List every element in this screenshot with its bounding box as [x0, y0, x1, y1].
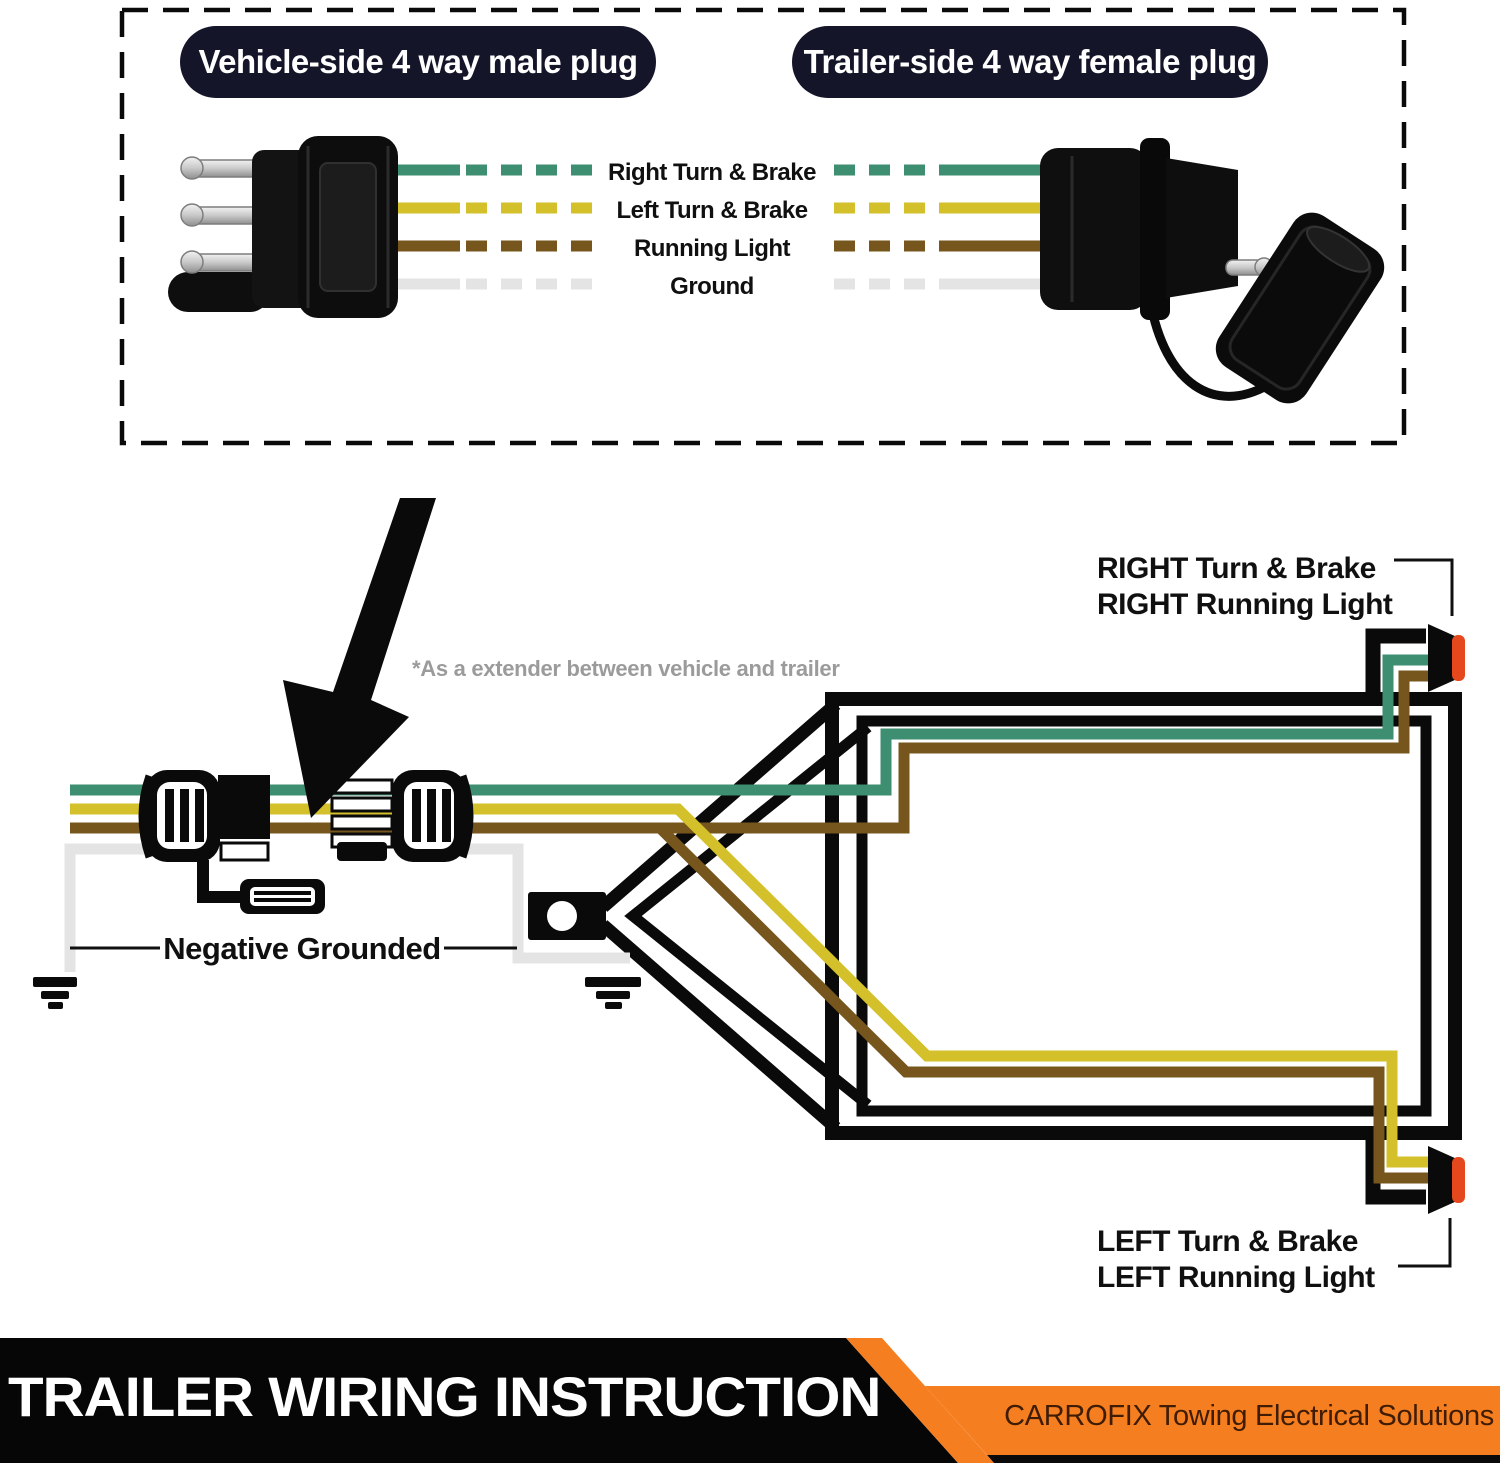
footer-black-band: [0, 1338, 958, 1463]
right-light-lens: [1452, 635, 1465, 681]
diagram-white-wire: [64, 843, 630, 972]
footer-banner: TRAILER WIRING INSTRUCTION CARROFIX Towi…: [0, 1338, 1500, 1463]
trailer-plug-title-pill: Trailer-side 4 way female plug: [792, 26, 1268, 98]
label-right-turn-brake: Right Turn & Brake: [608, 159, 816, 186]
negative-grounded-label: Negative Grounded: [163, 931, 440, 966]
vehicle-plug-title: Vehicle-side 4 way male plug: [198, 43, 638, 80]
dust-cap: [1215, 212, 1385, 404]
footer-bottom-strip: [987, 1455, 1500, 1463]
ground-symbol-left: [33, 977, 77, 1009]
frame-outer-rect: [825, 692, 1462, 1140]
trailer-frame: [598, 628, 1462, 1205]
dust-cap-strap: [1145, 299, 1271, 401]
header-wires: [393, 164, 1046, 290]
left-light-label-line1: LEFT Turn & Brake: [1097, 1225, 1358, 1258]
left-light-stub: [1365, 1134, 1426, 1205]
footer-brand: CARROFIX Towing Electrical Solutions: [1004, 1400, 1494, 1432]
right-light-stub: [1365, 628, 1426, 700]
right-light-label-line2: RIGHT Running Light: [1097, 588, 1393, 621]
coupler-bracket: [528, 892, 606, 940]
extender-note: *As a extender between vehicle and trail…: [412, 656, 840, 681]
left-tail-light: [1428, 1146, 1465, 1214]
tongue-outer-upper: [598, 699, 841, 912]
pointer-arrow-icon: [283, 498, 436, 818]
tongue-outer-lower: [598, 920, 841, 1133]
diagram-female-connector-icon: [330, 770, 474, 862]
vehicle-male-plug-image: [168, 136, 398, 318]
right-tail-light: [1428, 624, 1465, 692]
header-dashed-box: [119, 7, 1407, 446]
diagram-wires: [64, 654, 1434, 1184]
right-light-label-line1: RIGHT Turn & Brake: [1097, 552, 1376, 585]
diagram-male-connector-icon: [138, 770, 325, 914]
trailer-female-plug-image: [1040, 138, 1385, 404]
frame-inner-rect: [856, 715, 1432, 1117]
diagram-green-wire: [70, 654, 1434, 796]
vehicle-plug-title-pill: Vehicle-side 4 way male plug: [180, 26, 656, 98]
ground-symbol-right: [585, 977, 641, 1009]
label-ground: Ground: [670, 273, 754, 300]
label-running-light: Running Light: [634, 235, 791, 262]
diagram-brown-wire: [70, 670, 1434, 1184]
left-light-label-line2: LEFT Running Light: [1097, 1261, 1375, 1294]
trailer-plug-title: Trailer-side 4 way female plug: [803, 43, 1257, 80]
footer-orange-band: [925, 1386, 1500, 1455]
left-light-lens: [1452, 1157, 1465, 1203]
footer-title: TRAILER WIRING INSTRUCTION: [8, 1365, 881, 1428]
label-left-turn-brake: Left Turn & Brake: [616, 197, 807, 224]
diagram-yellow-wire: [70, 803, 1434, 1168]
light-leader-lines: [1394, 558, 1454, 1268]
